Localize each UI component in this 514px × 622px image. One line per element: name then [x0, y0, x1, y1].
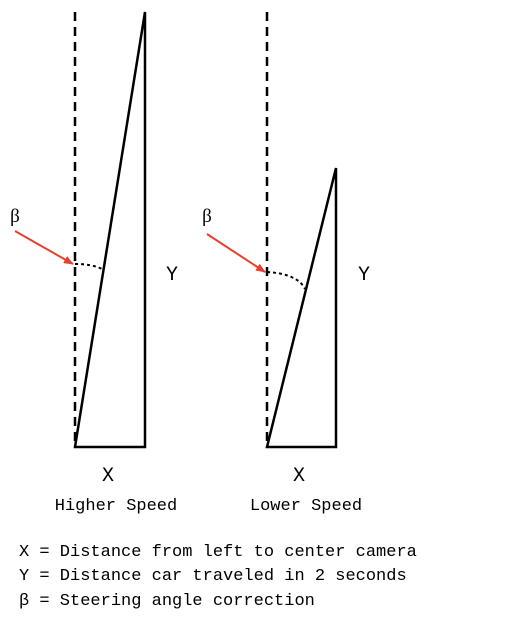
angle-arrow [14, 230, 74, 265]
beta-label: β [10, 206, 20, 227]
x-label: X [293, 465, 305, 488]
diagram-caption: Higher Speed [55, 497, 177, 516]
angle-arrow [206, 233, 266, 273]
legend-beta: β = Steering angle correction [19, 592, 315, 611]
steering-angle-arc [74, 263, 103, 270]
y-label: Y [358, 264, 370, 287]
distance-triangle [265, 167, 338, 449]
legend: X = Distance from left to center camera … [19, 543, 417, 611]
lower-speed-diagram: β Y X Lower Speed [202, 12, 370, 516]
steering-angle-arc [266, 271, 306, 290]
legend-x: X = Distance from left to center camera [19, 543, 417, 562]
beta-label: β [202, 206, 212, 227]
legend-y: Y = Distance car traveled in 2 seconds [19, 567, 407, 586]
x-label: X [102, 465, 114, 488]
higher-speed-diagram: β Y X Higher Speed [10, 11, 178, 516]
diagram-caption: Lower Speed [250, 497, 362, 516]
y-label: Y [166, 264, 178, 287]
distance-triangle [73, 11, 147, 449]
